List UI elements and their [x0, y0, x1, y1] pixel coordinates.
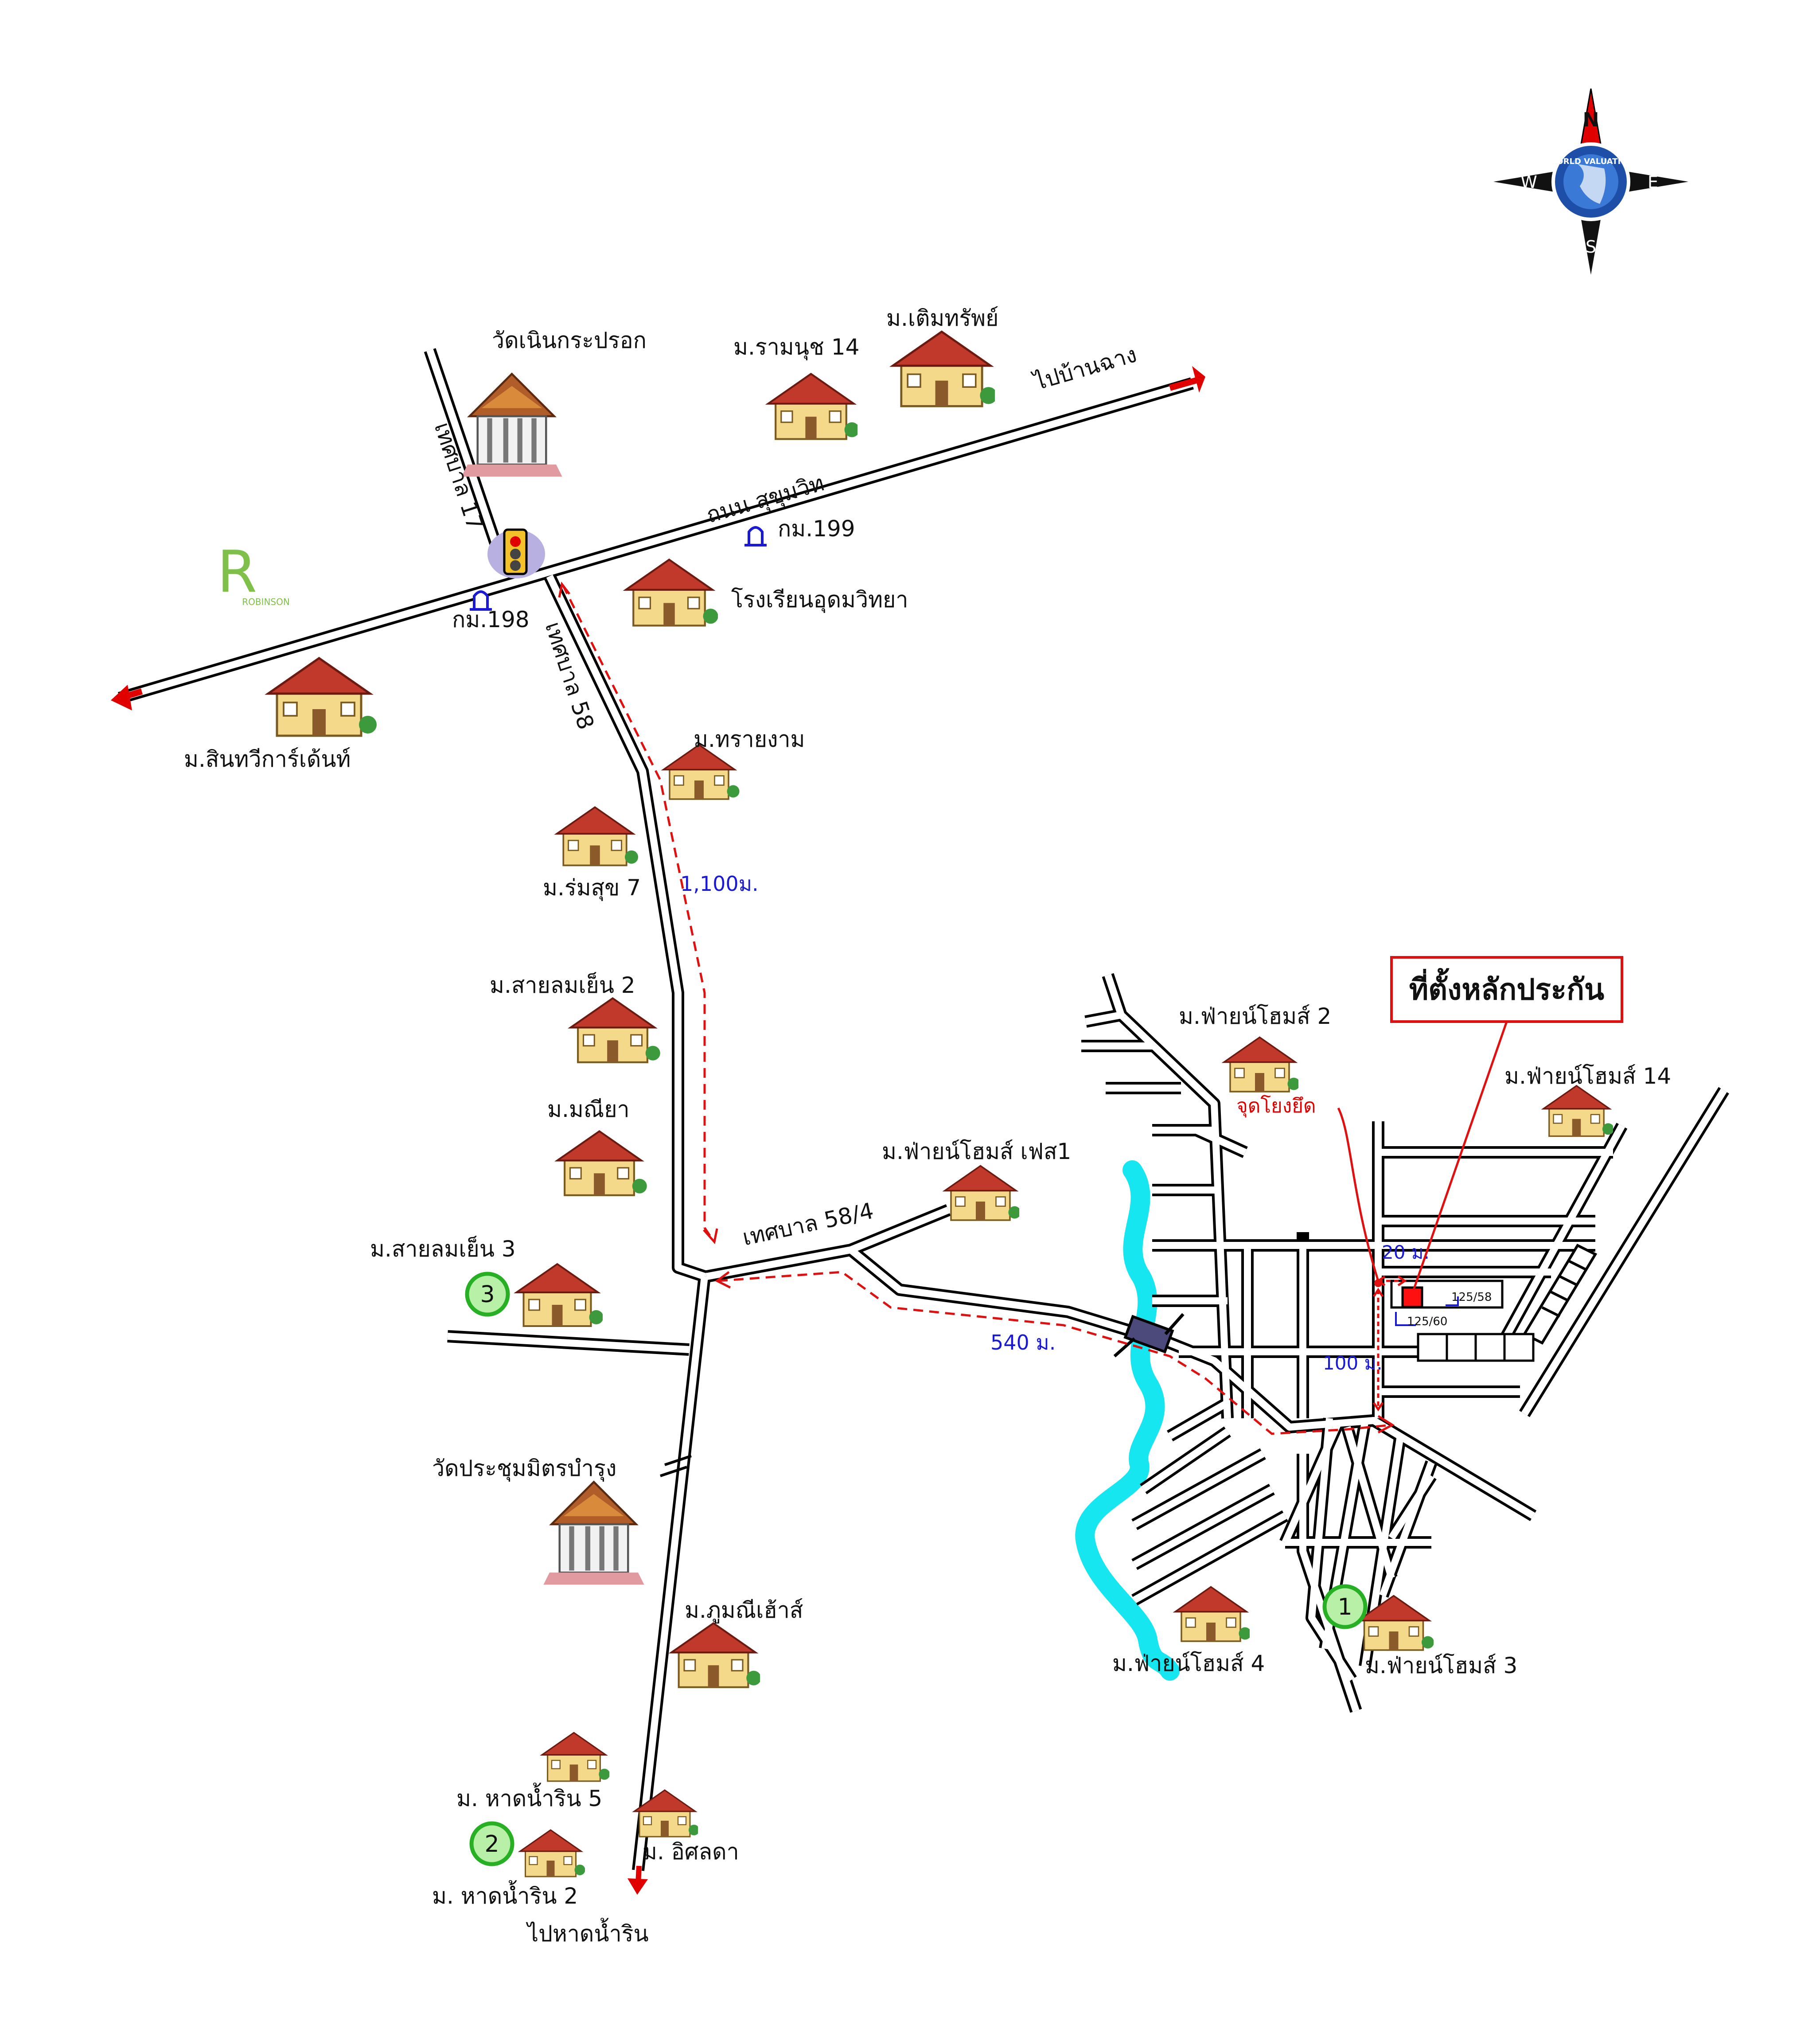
- dimension-lines: [1372, 1275, 1407, 1412]
- robinson-logo: R ROBINSON: [217, 538, 290, 607]
- plot-label-pointers: [1395, 1296, 1459, 1326]
- reference-point: [1374, 1279, 1382, 1287]
- label-fern-4: ม.ฟ่ายน์โฮมส์ 4: [1112, 1651, 1265, 1676]
- house-icon: [519, 1829, 585, 1877]
- traffic-light-icon: [487, 528, 545, 578]
- label-sai-ngam: ม.ทรายงาม: [694, 726, 805, 752]
- label-hat-nam-rin-5: ม. หาดน้ำริน 5: [456, 1783, 602, 1811]
- arrow-to-hat-nam-rin: [627, 1865, 648, 1895]
- km198-label: กม.198: [452, 607, 530, 632]
- label-sailom-3: ม.สายลมเย็น 3: [370, 1236, 516, 1262]
- house-icon: [893, 332, 997, 406]
- svg-text:ROBINSON: ROBINSON: [242, 597, 290, 607]
- temple-icon: [543, 1482, 644, 1585]
- collateral-callout: ที่ตั้งหลักประกัน: [1390, 956, 1623, 1023]
- compass-n-label: N: [1583, 109, 1599, 131]
- compass-w-label: W: [1520, 172, 1537, 192]
- label-ramanut-14: ม.รามนุช 14: [733, 334, 859, 360]
- house-icon: [571, 998, 660, 1062]
- distance-label-1100: 1,100ม.: [680, 872, 759, 896]
- house-icon: [556, 806, 638, 866]
- marker-3: 3: [465, 1272, 510, 1317]
- house-icon: [1223, 1036, 1298, 1093]
- distance-label-20: 20 ม.: [1382, 1241, 1430, 1263]
- label-toem-sap: ม.เติมทรัพย์: [886, 305, 998, 331]
- distance-label-100: 100 ม.: [1323, 1352, 1383, 1374]
- label-maneeya: ม.มณียา: [547, 1097, 630, 1122]
- house-icon: [1174, 1586, 1250, 1642]
- label-phumanee: ม.ภูมณีเฮ้าส์: [685, 1597, 803, 1623]
- svg-text:2: 2: [484, 1831, 499, 1857]
- km-post-icon: [470, 590, 492, 611]
- compass-e-label: E: [1648, 172, 1658, 192]
- svg-text:1: 1: [1337, 1594, 1352, 1620]
- label-school: โรงเรียนอุดมวิทยา: [731, 587, 908, 613]
- school-icon: [626, 560, 718, 626]
- label-wat-noen: วัดเนินกระปรอก: [492, 328, 647, 353]
- house-icon: [1543, 1085, 1613, 1137]
- compass-rose: N S W E WORLD VALUATION: [1493, 88, 1688, 275]
- leader-lines: [1337, 1021, 1508, 1290]
- direction-to-hat-nam-rin: ไปหาดน้ำริน: [526, 1918, 649, 1947]
- temple-icon: [461, 374, 562, 477]
- house-icon: [671, 1623, 761, 1687]
- arrow-west: [111, 685, 143, 710]
- compass-s-label: S: [1586, 237, 1596, 257]
- km199-label: กม.199: [778, 516, 855, 542]
- river: [1075, 1160, 1180, 1681]
- label-romsuk-7: ม.ร่มสุข 7: [543, 875, 641, 901]
- plot-strip: [1522, 1244, 1598, 1345]
- house-icon: [268, 658, 377, 736]
- road-label-thesaban-58: เทศบาล 58: [540, 619, 599, 733]
- marker-1: 1: [1322, 1584, 1368, 1629]
- house-icon: [663, 744, 740, 800]
- bridge-icon: [1113, 1313, 1185, 1358]
- plot-label-125-60: 125/60: [1407, 1315, 1447, 1328]
- compass-ring-text: WORLD VALUATION: [1547, 157, 1634, 166]
- road-break-mark: [660, 1455, 692, 1477]
- house-icon: [557, 1131, 647, 1195]
- route-line: [561, 584, 1392, 1435]
- km-post-icon: [744, 526, 767, 546]
- svg-text:R: R: [217, 538, 257, 605]
- plot-label-125-58: 125/58: [1451, 1291, 1492, 1304]
- collateral-location-label: ที่ตั้งหลักประกัน: [1409, 968, 1604, 1007]
- marker-2: 2: [469, 1821, 514, 1866]
- house-icon: [944, 1165, 1019, 1221]
- label-fern-phase1: ม.ฟ่ายน์โฮมส์ เฟส1: [882, 1139, 1071, 1164]
- label-itsada: ม. อิศลดา: [643, 1839, 739, 1865]
- distance-label-540: 540 ม.: [990, 1331, 1056, 1354]
- label-fern-14: ม.ฟ่ายน์โฮมส์ 14: [1504, 1063, 1671, 1089]
- direction-to-ban-chang: ไปบ้านฉาง: [1029, 341, 1139, 395]
- collateral-plot: [1401, 1286, 1423, 1308]
- label-fern-2: ม.ฟ่ายน์โฮมส์ 2: [1179, 1003, 1331, 1029]
- svg-text:3: 3: [480, 1281, 495, 1308]
- reference-point-label: จุดโยงยึด: [1236, 1095, 1316, 1118]
- label-sinthawee: ม.สินทวีการ์เด้นท์: [184, 746, 351, 772]
- label-fern-3: ม.ฟ่ายน์โฮมส์ 3: [1365, 1653, 1517, 1678]
- label-sailom-2: ม.สายลมเย็น 2: [490, 972, 635, 998]
- house-icon: [517, 1264, 604, 1326]
- route-arrowheads: [558, 581, 1395, 1434]
- label-hat-nam-rin-2: ม. หาดน้ำริน 2: [432, 1880, 578, 1909]
- label-wat-prachum: วัดประชุมมิตรบำรุง: [432, 1456, 616, 1482]
- road-network: [120, 350, 1729, 1870]
- house-icon: [541, 1732, 609, 1782]
- house-icon: [768, 374, 859, 439]
- arrow-to-ban-chang: [1169, 366, 1205, 393]
